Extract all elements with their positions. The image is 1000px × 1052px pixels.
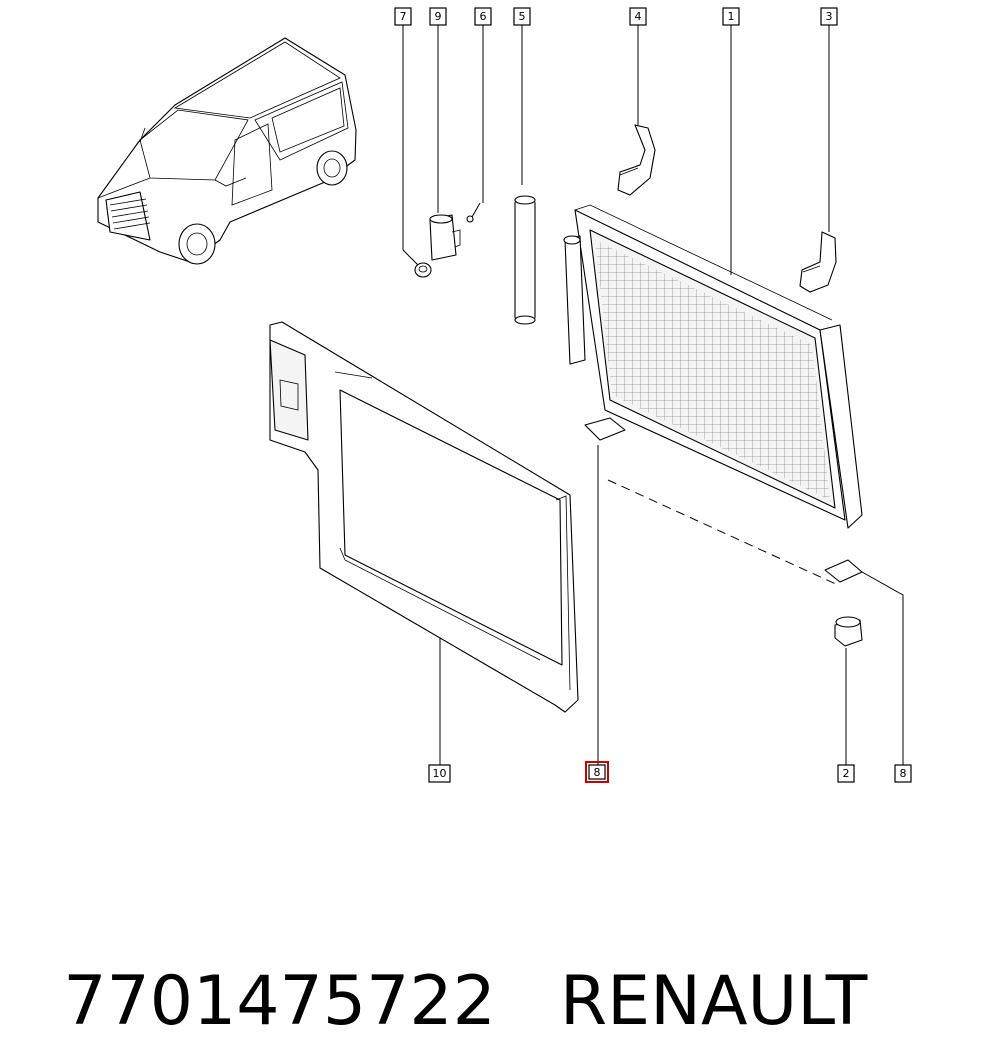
part-number-text: 7701475722 — [63, 962, 496, 1041]
callout-6: 6 — [474, 7, 492, 26]
mounting-pad-left — [584, 417, 626, 441]
svg-text:1: 1 — [728, 10, 735, 23]
condenser — [563, 204, 863, 529]
leader-lines — [402, 25, 904, 765]
svg-text:8: 8 — [900, 767, 907, 780]
svg-text:8: 8 — [594, 766, 601, 779]
nut-part — [414, 262, 432, 278]
callout-8: 8 — [894, 764, 912, 783]
frame-shroud — [269, 321, 579, 713]
rubber-mount — [834, 616, 863, 647]
svg-text:2: 2 — [843, 767, 850, 780]
svg-text:9: 9 — [435, 10, 442, 23]
svg-text:3: 3 — [826, 10, 833, 23]
clamp-part — [429, 214, 461, 261]
svg-text:5: 5 — [519, 10, 526, 23]
drier-cylinder — [514, 195, 536, 325]
assembly-dashed-line — [607, 479, 839, 586]
callout-5: 5 — [513, 7, 531, 26]
callout-2: 2 — [837, 764, 855, 783]
callout-3: 3 — [820, 7, 838, 26]
parts-diagram: 7 9 6 5 4 1 3 10 8 2 8 — [97, 7, 912, 783]
svg-text:7: 7 — [400, 10, 407, 23]
callout-9: 9 — [429, 7, 447, 26]
vehicle-illustration — [97, 37, 357, 265]
screw-part — [466, 202, 481, 223]
callout-8-highlighted[interactable]: 8 — [585, 761, 609, 783]
callout-10: 10 — [428, 764, 451, 783]
bracket-top — [617, 124, 656, 196]
svg-text:4: 4 — [635, 10, 642, 23]
part-caption: 7701475722 RENAULT — [20, 852, 980, 1041]
svg-text:6: 6 — [480, 10, 487, 23]
bracket-side — [799, 231, 837, 293]
mounting-pad-right — [824, 559, 863, 583]
callout-7: 7 — [394, 7, 412, 26]
callout-1: 1 — [722, 7, 740, 26]
callout-4: 4 — [629, 7, 647, 26]
svg-text:10: 10 — [433, 767, 447, 780]
brand-text: RENAULT — [559, 962, 868, 1041]
